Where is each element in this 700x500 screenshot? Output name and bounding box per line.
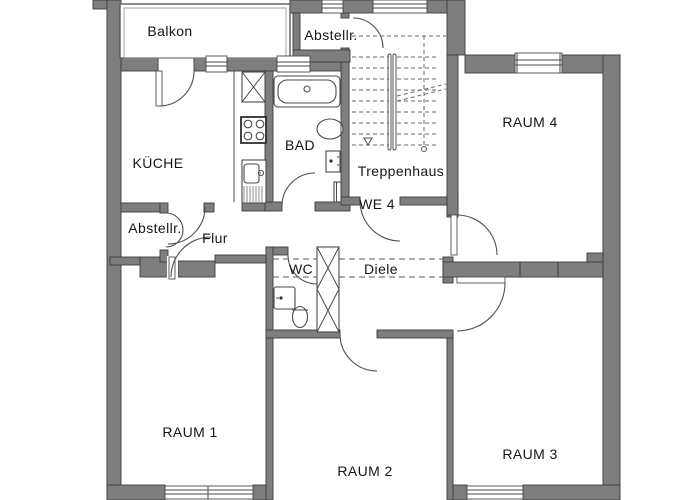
kitchen-cabinet-icon: [241, 71, 266, 103]
kitchen-door-icon: [167, 206, 206, 245]
raum4-door-icon: [450, 214, 498, 256]
room-label-wc: WC: [289, 261, 313, 277]
diele-dashed-lines: [273, 258, 443, 278]
stove-icon: [240, 116, 267, 144]
storage-top-door-icon: [352, 17, 384, 49]
room-label-abstellraum-top: Abstellr.: [304, 27, 357, 43]
room-label-kueche: KÜCHE: [132, 154, 183, 171]
stairwell-window-icon: [372, 0, 428, 14]
wc-door-icon: [287, 254, 318, 285]
inner-walls: [109, 12, 604, 500]
raum2-door-icon: [339, 333, 378, 372]
room-label-diele: Diele: [364, 261, 398, 277]
raum4-window-icon: [514, 52, 563, 74]
raum3-window-icon: [466, 485, 524, 500]
unit-label-we4: WE 4: [359, 196, 395, 212]
room-labels: Balkon Abstellr. KÜCHE BAD Treppenhaus W…: [128, 23, 557, 479]
room-label-raum4: RAUM 4: [502, 114, 557, 130]
room-label-flur: Flur: [202, 230, 228, 246]
raum1-door-icon: [167, 236, 212, 280]
toilet-icon: [291, 305, 309, 329]
balcony-walls: [119, 3, 291, 59]
doors: [155, 17, 506, 372]
bath-fixtures: [273, 75, 344, 203]
kitchen-sink-icon: [241, 159, 267, 204]
storage-left-door-icon: [165, 212, 184, 248]
room-label-balkon: Balkon: [147, 23, 192, 39]
kitchen-window-icon: [205, 55, 228, 73]
kitchen-fixtures: [233, 71, 267, 204]
room-label-raum1: RAUM 1: [162, 424, 217, 440]
wc-fixtures: [273, 246, 340, 333]
raum3-door-icon: [456, 276, 506, 332]
bath-pipe-icon: [333, 181, 342, 203]
bath-window-icon: [276, 55, 311, 73]
room-label-bad: BAD: [285, 137, 315, 153]
bath-door-icon: [281, 172, 316, 207]
bath-sink-icon: [316, 118, 344, 140]
balcony-door-icon: [155, 70, 195, 107]
apartment-entry-door-icon: [359, 200, 401, 242]
shaft-icon: [316, 246, 340, 333]
stairs-icon: [352, 35, 447, 152]
room-label-treppenhaus: Treppenhaus: [358, 163, 444, 179]
storage-top-window-icon: [321, 0, 344, 14]
room-label-abstellraum-left: Abstellr.: [128, 220, 181, 236]
room-label-raum3: RAUM 3: [502, 446, 557, 462]
raum1-window-icon: [164, 485, 254, 500]
wc-sink-icon: [273, 286, 296, 310]
bathtub-icon: [273, 75, 341, 108]
washing-machine-icon: [325, 150, 341, 173]
windows: [164, 0, 563, 500]
room-label-raum2: RAUM 2: [337, 463, 392, 479]
